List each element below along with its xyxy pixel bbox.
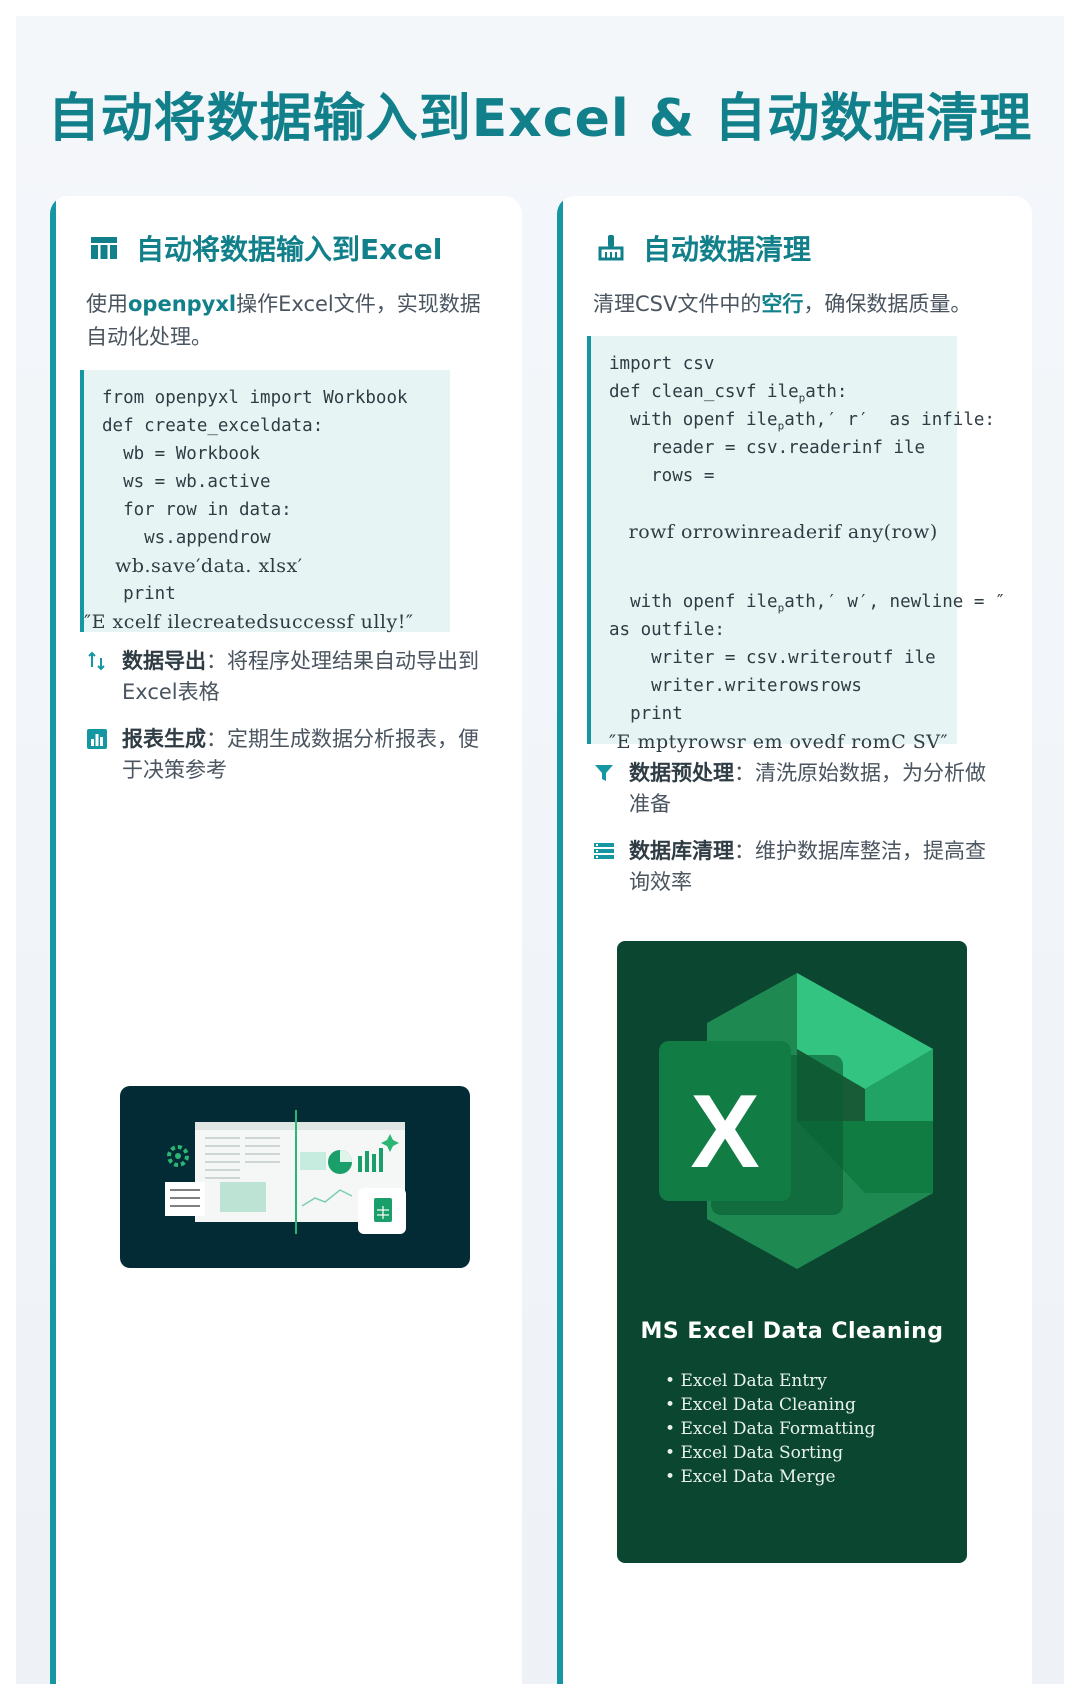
card-header: 自动数据清理 xyxy=(595,228,811,268)
code-line: writer.writerowsrows xyxy=(609,676,862,696)
code-line: reader = csv.readerinf ile xyxy=(609,438,926,458)
highlight-term: 空行 xyxy=(761,292,804,316)
list-icon xyxy=(594,843,614,859)
list-item: Excel Data Cleaning xyxy=(665,1393,875,1417)
code-line: print xyxy=(609,704,683,724)
code-block: from openpyxl import Workbook def create… xyxy=(80,370,450,633)
code-line: for row in data: xyxy=(102,500,292,520)
sort-arrows-icon xyxy=(88,651,105,671)
feature-item: 数据库清理：维护数据库整洁，提高查询效率 xyxy=(593,836,989,898)
list-item: Excel Data Formatting xyxy=(665,1417,875,1441)
code-line xyxy=(609,546,939,574)
code-line: rowf orrowinreaderif any(row) xyxy=(609,521,938,543)
code-line: ″E mptyrowsr em ovedf romC SV″ xyxy=(609,731,949,753)
feature-item: 数据预处理：清洗原始数据，为分析做准备 xyxy=(593,758,989,820)
code-line xyxy=(609,574,939,588)
spreadsheet-illustration xyxy=(165,1110,406,1234)
code-line: wb.save′data. xlsx′ xyxy=(102,555,303,577)
card-title: 自动将数据输入到Excel xyxy=(136,233,443,266)
excel-card-title: MS Excel Data Cleaning xyxy=(640,1319,944,1344)
code-block: import csv def clean_csvf ilepath: with … xyxy=(587,336,1006,753)
dashboard-illustration xyxy=(120,1086,470,1268)
filter-icon xyxy=(595,765,613,781)
code-line: import csv xyxy=(609,354,715,374)
feature-item: 报表生成：定期生成数据分析报表，便于决策参考 xyxy=(86,724,482,786)
code-line: def create_exceldata: xyxy=(102,416,324,436)
data-cleaning-card: 自动数据清理 清理CSV文件中的空行，确保数据质量。 import csv de… xyxy=(557,196,1032,1684)
broom-icon xyxy=(598,235,624,261)
feature-item: 数据导出：将程序处理结果自动导出到Excel表格 xyxy=(86,646,482,708)
page-title: 自动将数据输入到Excel & 自动数据清理 xyxy=(47,89,1033,149)
card-title: 自动数据清理 xyxy=(643,233,812,266)
code-line: with openf ilepath,′ w′, newline = ″ xyxy=(609,592,1006,615)
excel-promo-card: X MS Excel Data Cleaning Excel Data Entr… xyxy=(617,941,967,1563)
excel-input-card: 自动将数据输入到Excel 使用openpyxl操作Excel文件，实现数据自动… xyxy=(50,196,522,1684)
highlight-term: openpyxl xyxy=(128,292,237,316)
code-line: writer = csv.writeroutf ile xyxy=(609,648,936,668)
bar-chart-icon xyxy=(87,729,107,749)
card-header: 自动将数据输入到Excel xyxy=(88,228,442,268)
list-item: Excel Data Merge xyxy=(665,1465,875,1489)
card-intro: 清理CSV文件中的空行，确保数据质量。 xyxy=(593,292,972,316)
code-line: ws = wb.active xyxy=(102,472,271,492)
code-line: rows = xyxy=(609,466,715,486)
code-line xyxy=(609,490,939,518)
code-line: with openf ilepath,′ r′ as infile: xyxy=(609,410,995,433)
excel-topic-list: Excel Data Entry Excel Data Cleaning Exc… xyxy=(665,1369,875,1489)
excel-logo-icon: X xyxy=(659,973,933,1269)
list-item: Excel Data Entry xyxy=(665,1369,875,1393)
list-item: Excel Data Sorting xyxy=(665,1441,875,1465)
code-line: print xyxy=(102,584,176,604)
code-line: def clean_csvf ilepath: xyxy=(609,382,848,405)
card-intro: 使用openpyxl操作Excel文件，实现数据自动化处理。 xyxy=(86,292,481,349)
code-line: ″E xcelf ilecreatedsuccessf ully!″ xyxy=(84,611,414,633)
code-line: ws.appendrow xyxy=(102,528,271,548)
excel-logo-letter: X xyxy=(690,1074,759,1190)
table-icon xyxy=(91,237,117,259)
code-line: as outfile: xyxy=(609,620,725,640)
code-line: from openpyxl import Workbook xyxy=(102,388,408,408)
page-background: 自动将数据输入到Excel & 自动数据清理 自动将数据输入到Excel 使用o… xyxy=(16,16,1064,1684)
code-line: wb = Workbook xyxy=(102,444,261,464)
